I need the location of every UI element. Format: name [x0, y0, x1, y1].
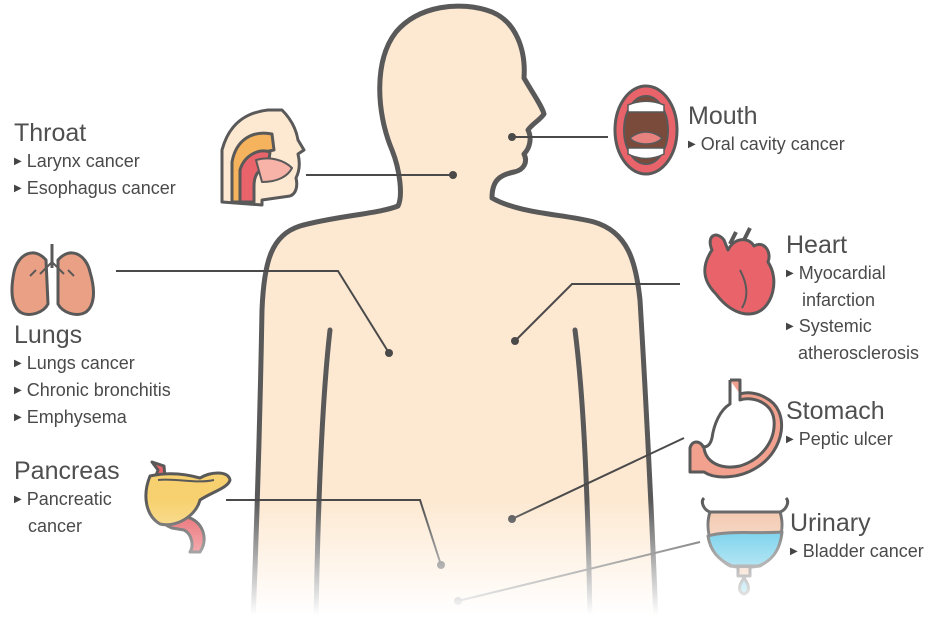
heart-icon	[705, 228, 774, 314]
list-item: ▶Peptic ulcer	[786, 426, 893, 453]
list-item: ▶Chronic bronchitis	[14, 377, 171, 404]
stomach-items: ▶Peptic ulcer	[786, 426, 893, 453]
pancreas-icon	[146, 462, 230, 552]
heart-label: Heart ▶Myocardial infarction ▶Systemic a…	[786, 230, 919, 366]
stomach-title: Stomach	[786, 396, 893, 426]
mouth-title: Mouth	[688, 101, 845, 131]
lungs-title: Lungs	[14, 320, 171, 350]
stomach-dot	[508, 515, 516, 523]
urinary-title: Urinary	[790, 508, 924, 538]
throat-items: ▶Larynx cancer ▶Esophagus cancer	[14, 148, 176, 202]
stomach-icon	[690, 380, 782, 477]
urinary-items: ▶Bladder cancer	[790, 538, 924, 565]
throat-title: Throat	[14, 118, 176, 148]
throat-label: Throat ▶Larynx cancer ▶Esophagus cancer	[14, 118, 176, 202]
list-item-continuation: infarction	[786, 287, 919, 313]
list-item: ▶Bladder cancer	[790, 538, 924, 565]
lungs-items: ▶Lungs cancer ▶Chronic bronchitis ▶Emphy…	[14, 350, 171, 431]
mouth-items: ▶Oral cavity cancer	[688, 131, 845, 158]
list-item: ▶Pancreatic	[14, 486, 120, 513]
urinary-dot	[454, 597, 462, 605]
heart-dot	[511, 337, 519, 345]
lungs-icon	[12, 244, 93, 314]
pancreas-label: Pancreas ▶Pancreatic cancer	[14, 456, 120, 539]
list-item: ▶Emphysema	[14, 404, 171, 431]
bladder-icon	[702, 498, 787, 594]
urinary-label: Urinary ▶Bladder cancer	[790, 508, 924, 565]
list-item: ▶Systemic	[786, 313, 919, 340]
body-silhouette	[253, 6, 656, 621]
heart-items: ▶Myocardial infarction ▶Systemic atheros…	[786, 260, 919, 366]
stomach-label: Stomach ▶Peptic ulcer	[786, 396, 893, 453]
throat-icon	[222, 110, 304, 205]
list-item: ▶Larynx cancer	[14, 148, 176, 175]
list-item: ▶Oral cavity cancer	[688, 131, 845, 158]
throat-dot	[449, 171, 457, 179]
pancreas-title: Pancreas	[14, 456, 120, 486]
pancreas-items: ▶Pancreatic cancer	[14, 486, 120, 539]
list-item: ▶Myocardial	[786, 260, 919, 287]
list-item-continuation: cancer	[14, 513, 120, 539]
heart-title: Heart	[786, 230, 919, 260]
list-item: ▶Esophagus cancer	[14, 175, 176, 202]
lungs-dot	[385, 349, 393, 357]
mouth-dot	[508, 133, 516, 141]
list-item-continuation: atherosclerosis	[786, 340, 919, 366]
pancreas-dot	[437, 561, 445, 569]
mouth-label: Mouth ▶Oral cavity cancer	[688, 101, 845, 158]
mouth-icon	[615, 86, 677, 174]
list-item: ▶Lungs cancer	[14, 350, 171, 377]
lungs-label: Lungs ▶Lungs cancer ▶Chronic bronchitis …	[14, 320, 171, 431]
